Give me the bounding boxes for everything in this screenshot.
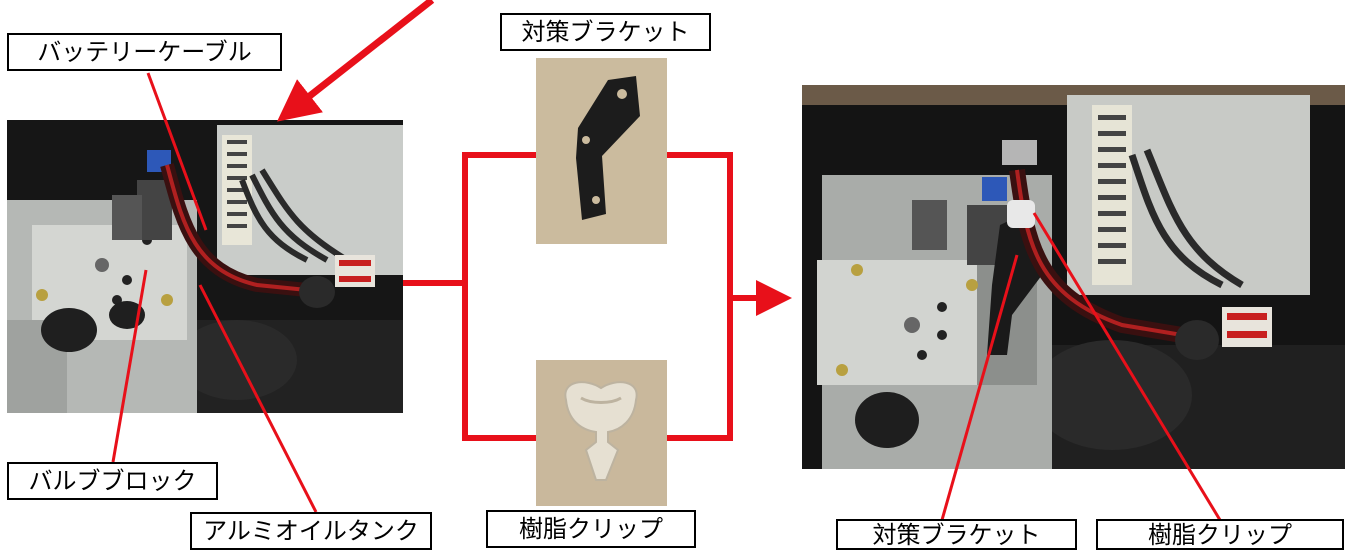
before-unit-drawing (7, 120, 403, 413)
resin-clip-label: 樹脂クリップ (486, 510, 696, 548)
clip-part-drawing (536, 360, 667, 506)
after-bracket-label: 対策ブラケット (836, 519, 1077, 550)
bracket-part-photo (536, 58, 667, 244)
after-unit-drawing (802, 85, 1345, 469)
after-clip-leader (1032, 212, 1222, 521)
after-clip-label: 樹脂クリップ (1096, 519, 1344, 550)
countermeasure-bracket-label: 対策ブラケット (500, 13, 711, 51)
after-bracket-leader (940, 254, 1019, 521)
aluminum-oil-tank-label: アルミオイルタンク (190, 512, 432, 550)
after-unit-photo (802, 85, 1345, 469)
clip-part-photo (536, 360, 667, 506)
oil-tank-leader (198, 284, 318, 513)
top-pointer-arrow (276, 0, 435, 122)
battery-cable-leader (146, 72, 208, 231)
valve-block-leader (111, 269, 148, 463)
valve-block-label: バルブブロック (7, 462, 218, 500)
bracket-part-drawing (536, 58, 667, 244)
battery-cable-label: バッテリーケーブル (7, 33, 282, 71)
flow-connector (403, 152, 733, 441)
before-unit-photo (7, 120, 403, 413)
